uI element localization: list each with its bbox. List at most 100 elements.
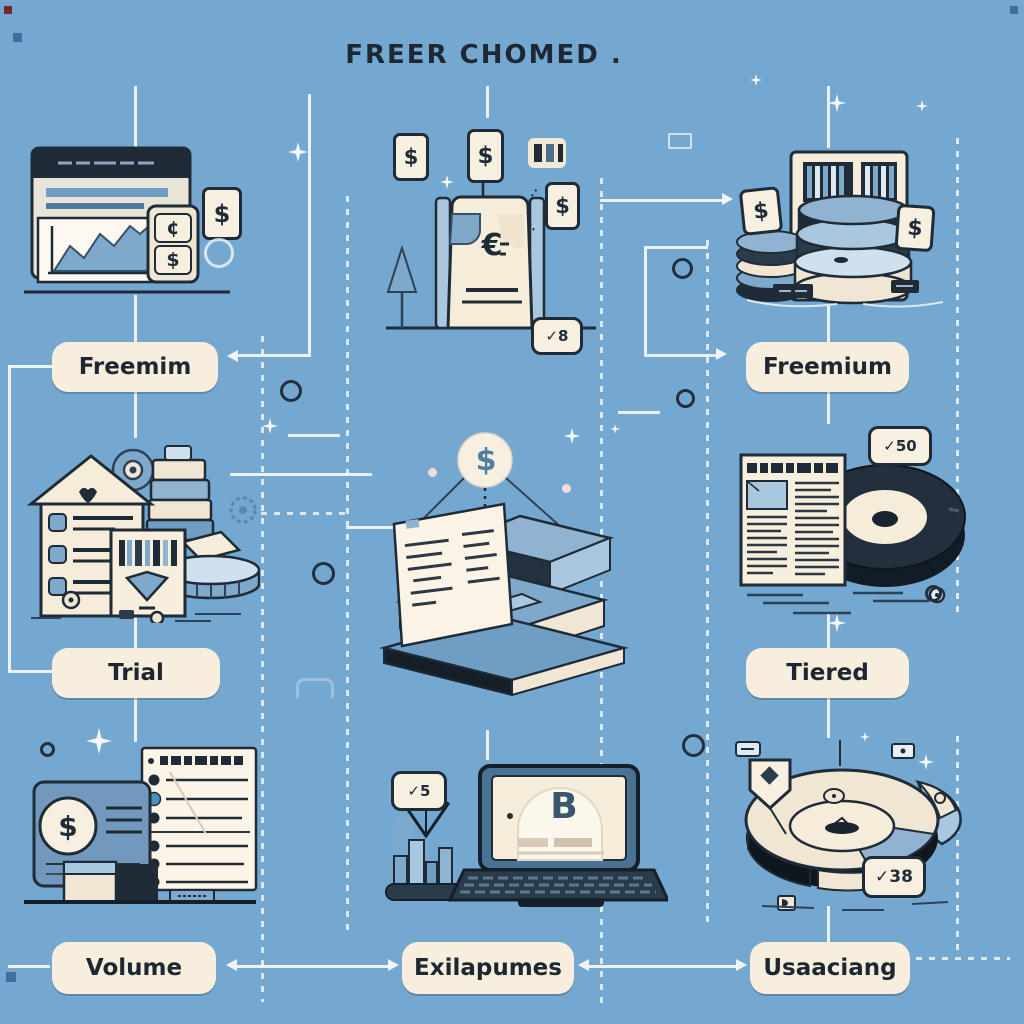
metric-value: ✓8 bbox=[545, 327, 569, 345]
connector-line-dashed bbox=[706, 240, 709, 928]
connector-line bbox=[827, 612, 830, 648]
sparkle-icon bbox=[288, 142, 308, 162]
browser-chart-graphic bbox=[24, 146, 230, 294]
circle-decor-icon bbox=[204, 238, 234, 268]
metric-badge: ✓50 bbox=[868, 426, 932, 466]
sparkle-icon bbox=[860, 732, 870, 742]
connector-line bbox=[238, 354, 311, 357]
label-text: Volume bbox=[85, 955, 183, 981]
dollar-symbol: $ bbox=[555, 194, 570, 218]
dot-decor-icon bbox=[562, 484, 571, 493]
arrowhead-icon bbox=[578, 959, 589, 971]
dollar-symbol: $ bbox=[58, 809, 78, 843]
label-text: Usaaciang bbox=[763, 955, 897, 981]
connector-line bbox=[827, 86, 830, 148]
illustration-property-documents bbox=[15, 438, 261, 626]
metric-badge: ✓5 bbox=[391, 771, 447, 811]
circle-decor-icon bbox=[682, 734, 705, 757]
sparkle-icon bbox=[262, 418, 278, 434]
label-text: Freemim bbox=[78, 354, 192, 380]
dollar-card: $ bbox=[545, 182, 580, 230]
connector-line bbox=[134, 86, 137, 150]
connector-line bbox=[486, 86, 489, 118]
label-freemium-left: Freemim bbox=[52, 342, 218, 392]
label-text: Tiered bbox=[786, 660, 869, 686]
page-title: FREER CHOMED . bbox=[345, 40, 623, 70]
connector-line bbox=[827, 392, 830, 424]
dollar-symbol: $ bbox=[475, 442, 497, 478]
cent-symbol: ¢ bbox=[166, 217, 180, 239]
arrowhead-icon bbox=[736, 959, 747, 971]
metric-badge: ✓8 bbox=[531, 317, 583, 355]
connector-line bbox=[288, 434, 340, 437]
terminal-graphic bbox=[386, 138, 596, 330]
connector-line bbox=[827, 306, 830, 342]
label-text: Freemium bbox=[763, 354, 892, 380]
connector-line bbox=[134, 295, 137, 342]
rect-decor-icon bbox=[668, 133, 692, 149]
circle-decor-icon bbox=[40, 742, 55, 757]
circle-decor-icon bbox=[925, 585, 942, 602]
corner-artifact bbox=[1010, 6, 1018, 14]
dollar-card: $ bbox=[393, 133, 429, 181]
dollar-symbol: $ bbox=[906, 214, 924, 242]
connector-line-dashed bbox=[261, 512, 345, 515]
connector-line bbox=[8, 670, 52, 673]
corner-artifact bbox=[13, 33, 22, 42]
connector-line bbox=[600, 199, 724, 202]
corner-artifact bbox=[6, 972, 16, 982]
outline-decor-icon bbox=[296, 678, 334, 698]
circle-decor-icon bbox=[312, 562, 335, 585]
connector-line bbox=[134, 392, 137, 438]
illustration-report-disc bbox=[733, 443, 968, 623]
arrowhead-icon bbox=[716, 348, 727, 360]
connector-line-dashed bbox=[956, 138, 959, 616]
illustration-crypto-laptop: B bbox=[368, 752, 671, 914]
dollar-card: $ bbox=[738, 186, 784, 236]
circle-decor-icon bbox=[280, 380, 302, 402]
sparkle-icon bbox=[828, 94, 846, 112]
label-text: Exilapumes bbox=[414, 955, 562, 981]
dollar-symbol: $ bbox=[403, 145, 419, 169]
donut-graphic bbox=[735, 740, 962, 911]
dot-decor-icon bbox=[428, 468, 437, 477]
connector-line-dashed bbox=[261, 336, 264, 1002]
dollar-card: $ bbox=[202, 187, 242, 240]
dollar-card: $ bbox=[467, 129, 504, 183]
connector-line bbox=[230, 473, 372, 476]
circle-decor-icon bbox=[676, 389, 695, 408]
laptop-graphic bbox=[385, 764, 671, 907]
label-expansion: Exilapumes bbox=[402, 942, 574, 994]
bitcoin-b-symbol: B bbox=[550, 785, 578, 827]
label-trial: Trial bbox=[52, 648, 220, 698]
connector-line-dashed bbox=[956, 736, 959, 950]
dollar-symbol: $ bbox=[477, 143, 494, 169]
illustration-analytics-browser: ¢ $ bbox=[18, 142, 248, 300]
dollar-symbol: $ bbox=[213, 199, 231, 228]
label-tiered: Tiered bbox=[746, 648, 909, 698]
connector-line bbox=[308, 94, 311, 356]
connector-line bbox=[8, 365, 52, 368]
euro-symbol: € bbox=[481, 227, 503, 263]
arrowhead-icon bbox=[226, 959, 237, 971]
illustration-invoice-checklist: $ bbox=[20, 742, 260, 910]
connector-line bbox=[644, 248, 647, 354]
connector-line bbox=[486, 730, 489, 760]
label-freemium-right: Freemium bbox=[746, 342, 909, 392]
connector-line bbox=[134, 612, 137, 648]
connector-line bbox=[618, 411, 660, 414]
card-checklist-graphic bbox=[24, 746, 258, 904]
corner-artifact bbox=[4, 6, 12, 14]
sparkle-icon bbox=[750, 74, 762, 86]
connector-line bbox=[827, 698, 830, 738]
sparkle-icon bbox=[610, 424, 620, 434]
connector-line bbox=[644, 246, 708, 249]
connector-line bbox=[346, 526, 404, 529]
connector-line bbox=[8, 965, 50, 968]
metric-badge: ✓38 bbox=[862, 856, 926, 898]
metric-value: ✓5 bbox=[407, 782, 431, 800]
label-volume: Volume bbox=[52, 942, 216, 994]
illustration-tier-stack: $ bbox=[372, 428, 632, 697]
dollar-symbol: $ bbox=[166, 249, 180, 271]
